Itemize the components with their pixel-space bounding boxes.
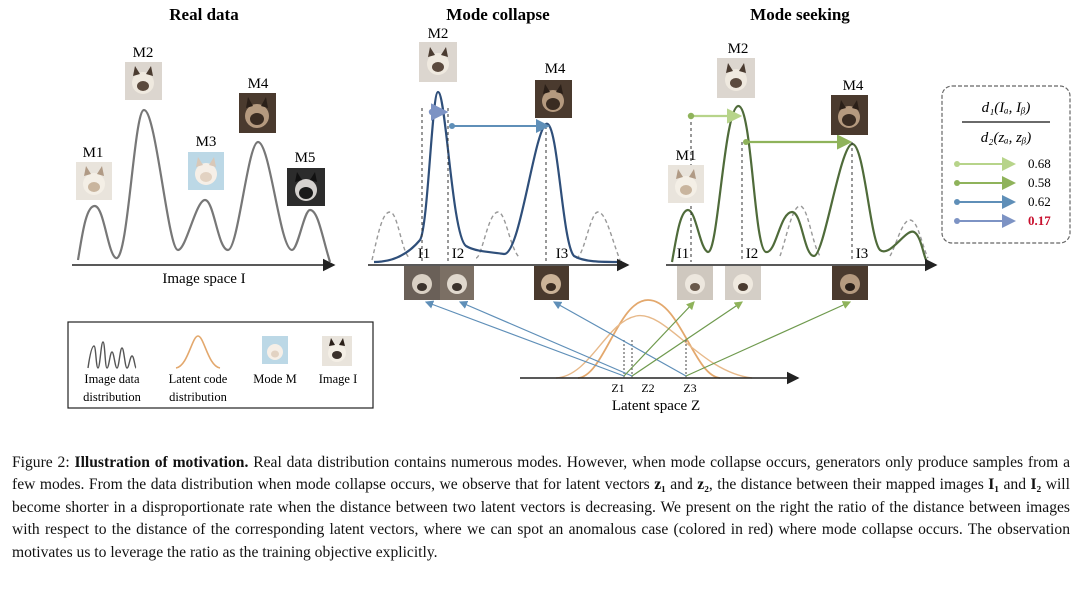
seeking-distribution-curve xyxy=(670,104,930,264)
ratio-legend: d₁(Iₐ, Iᵦ) d₂(zₐ, zᵦ) 0.68 0.58 0.62 0.1… xyxy=(941,85,1071,244)
mode-label-m4: M4 xyxy=(248,76,269,92)
mode-label-m5: M5 xyxy=(295,150,316,166)
figure-caption: Figure 2: Illustration of motivation. Re… xyxy=(12,452,1070,564)
image-label-i1-seeking: I1 xyxy=(677,246,690,262)
real-data-curve-dashed xyxy=(371,211,621,261)
figure-illustration: Real data Image space I M1 M2 M3 M4 M5 xyxy=(67,5,1071,414)
caption-text-2: , the distance between their mapped imag… xyxy=(708,476,984,494)
legend-icon-image-data xyxy=(87,341,137,369)
mode-label-m2: M2 xyxy=(133,45,154,61)
legend-label-image: Image I xyxy=(319,372,358,386)
caption-label: Figure 2: xyxy=(12,454,70,471)
ratio-arrow-0-start xyxy=(954,161,960,167)
mapping-arrow-z2-collapse xyxy=(458,300,633,377)
cat-thumbnail-m2-seeking xyxy=(717,58,755,98)
latent-space: Latent space Z Z1 Z2 Z3 xyxy=(424,299,852,414)
real-data-curve xyxy=(76,108,332,263)
distance-arrow-start-i2-seeking xyxy=(743,139,749,145)
legend-icon-mode xyxy=(262,336,288,364)
mapping-arrow-z2-seeking xyxy=(631,301,743,377)
generated-image-i1-seeking xyxy=(677,266,713,300)
generated-image-i3-collapse xyxy=(534,266,569,300)
latent-label-z3: Z3 xyxy=(683,381,696,395)
cat-thumbnail-m4 xyxy=(239,93,276,133)
mode-label-m4-seeking: M4 xyxy=(843,78,864,94)
image-label-i2-seeking: I2 xyxy=(746,246,759,262)
image-label-i3-collapse: I3 xyxy=(556,246,569,262)
ratio-value-1: 0.58 xyxy=(1028,175,1051,190)
latent-code-curve-outer xyxy=(555,315,753,379)
collapsed-distribution-curve xyxy=(373,90,623,264)
caption-bold-title: Illustration of motivation. xyxy=(74,454,249,471)
ratio-value-2: 0.62 xyxy=(1028,194,1051,209)
cat-thumbnail-m2 xyxy=(125,62,162,100)
latent-label-z1: Z1 xyxy=(611,381,624,395)
generated-image-i2-collapse xyxy=(440,266,474,300)
legend-label-latent-code-2: distribution xyxy=(169,390,227,404)
mapping-arrow-z1-seeking xyxy=(623,301,695,377)
legend-icon-latent-code xyxy=(175,335,221,369)
mode-label-m3: M3 xyxy=(196,134,217,150)
mapping-arrow-z1-collapse xyxy=(424,300,625,377)
legend-box: Image data distribution Latent code dist… xyxy=(67,321,374,409)
cat-thumbnail-m2-collapse xyxy=(419,42,457,82)
panel-title-mode-seeking: Mode seeking xyxy=(750,5,850,24)
caption-z1: z₁ xyxy=(654,476,666,494)
ratio-arrow-1-start xyxy=(954,180,960,186)
ratio-arrow-3-start xyxy=(954,218,960,224)
distance-arrow-start-i2 xyxy=(449,123,455,129)
real-data-curve-dashed-seeking xyxy=(779,205,929,259)
cat-thumbnail-m4-collapse xyxy=(535,80,572,118)
legend-label-image-data-1: Image data xyxy=(84,372,140,386)
ratio-denominator: d₂(zₐ, zᵦ) xyxy=(981,130,1032,146)
caption-and-1: and xyxy=(670,476,693,494)
generated-image-i1-collapse xyxy=(404,266,440,300)
ratio-value-0: 0.68 xyxy=(1028,156,1051,171)
caption-i1: I₁ xyxy=(988,476,1000,494)
axis-label-image-space: Image space I xyxy=(162,271,245,287)
generated-image-i2-seeking xyxy=(725,266,761,300)
cat-thumbnail-m5 xyxy=(287,168,325,206)
latent-label-z2: Z2 xyxy=(641,381,654,395)
mapping-arrow-z3-collapse xyxy=(552,301,687,377)
image-label-i3-seeking: I3 xyxy=(856,246,869,262)
legend-label-latent-code-1: Latent code xyxy=(169,372,228,386)
image-label-i2-collapse: I2 xyxy=(452,246,465,262)
cat-thumbnail-m3 xyxy=(188,152,224,190)
ratio-value-3-anomalous: 0.17 xyxy=(1028,213,1051,228)
panel-real-data: Real data Image space I M1 M2 M3 M4 M5 xyxy=(72,5,336,287)
mode-label-m1: M1 xyxy=(83,145,104,161)
ratio-arrow-2-start xyxy=(954,199,960,205)
caption-text-3: will become shorter in a disproportionat… xyxy=(12,476,1070,561)
caption-z2: z₂ xyxy=(697,476,709,494)
mode-label-m2-collapse: M2 xyxy=(428,26,449,42)
panel-title-mode-collapse: Mode collapse xyxy=(446,5,550,24)
latent-code-curve xyxy=(577,299,721,379)
panel-mode-seeking: Mode seeking M1 M2 M4 I1 I2 xyxy=(666,5,938,300)
cat-thumbnail-m4-seeking xyxy=(831,95,868,135)
generated-image-i3-seeking xyxy=(832,266,868,300)
mode-label-m1-seeking: M1 xyxy=(676,148,697,164)
caption-text-1: Real data distribution contains numerous… xyxy=(12,454,1070,494)
distance-arrow-start-i1 xyxy=(428,108,436,116)
caption-and-2: and xyxy=(1003,476,1026,494)
cat-thumbnail-m1 xyxy=(76,162,112,200)
legend-label-mode: Mode M xyxy=(253,372,296,386)
panel-mode-collapse: Mode collapse M2 M4 I1 I2 I3 xyxy=(368,5,630,300)
image-label-i1-collapse: I1 xyxy=(418,246,431,262)
panel-title-real-data: Real data xyxy=(169,5,239,24)
axis-label-latent-space: Latent space Z xyxy=(612,398,700,414)
ratio-numerator: d₁(Iₐ, Iᵦ) xyxy=(982,100,1031,116)
legend-label-image-data-2: distribution xyxy=(83,390,141,404)
distance-arrow-start-i1-seeking xyxy=(687,112,695,120)
caption-i2: I₂ xyxy=(1030,476,1042,494)
legend-icon-image xyxy=(322,336,352,366)
cat-thumbnail-m1-seeking xyxy=(668,165,704,203)
mapping-arrow-z3-seeking xyxy=(685,301,852,377)
mode-label-m2-seeking: M2 xyxy=(728,41,749,57)
mode-label-m4-collapse: M4 xyxy=(545,61,566,77)
